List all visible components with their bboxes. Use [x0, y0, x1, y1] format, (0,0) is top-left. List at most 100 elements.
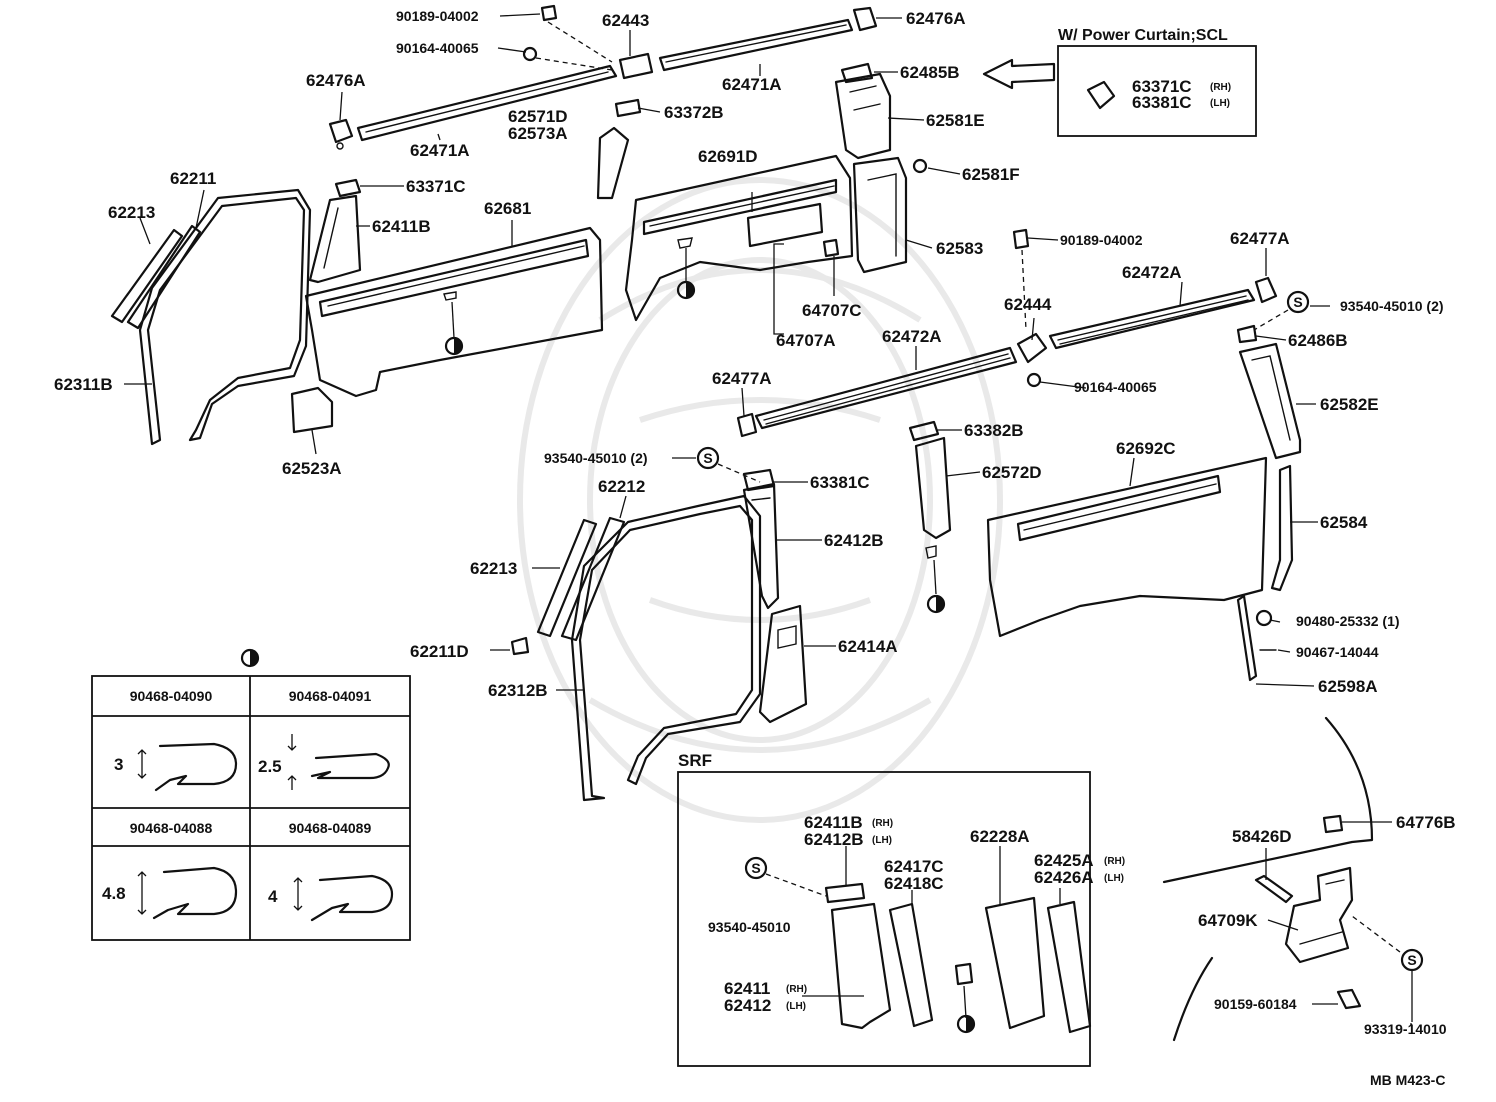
label-62691D: 62691D [698, 147, 758, 166]
srf-62417C: 62417C [884, 857, 944, 876]
clip-symbol-62681 [443, 291, 464, 356]
srf-box: SRF S 62411B (RH) 62412B (LH) 62417C 624… [677, 751, 1125, 1067]
srf-pillar-62425A[interactable] [1046, 900, 1092, 1034]
label-62485B: 62485B [900, 63, 960, 82]
srf-lh3: (LH) [786, 1001, 806, 1012]
screw-symbol-lower-right: S [1400, 948, 1424, 972]
clip-64707C[interactable] [822, 238, 840, 258]
srf-clip[interactable] [954, 962, 974, 986]
label-62444: 62444 [1004, 295, 1052, 314]
label-62213-b: 62213 [470, 559, 517, 578]
srf-clip-62411B[interactable] [824, 882, 866, 904]
strip-62211-left[interactable] [126, 224, 202, 330]
srf-pillar-62417C[interactable] [888, 902, 934, 1028]
pillar-62411B[interactable] [308, 194, 362, 284]
pillar-62581E[interactable] [834, 72, 892, 160]
pillar-62414A[interactable] [758, 604, 808, 724]
label-62471A-a: 62471A [722, 75, 782, 94]
srf-pillar-62228A[interactable] [984, 896, 1046, 1030]
label-63382B: 63382B [964, 421, 1024, 440]
pillar-62583[interactable] [852, 156, 908, 274]
screw-90164-40065-top[interactable] [522, 46, 538, 62]
pillar-62572D[interactable] [914, 436, 952, 540]
clip-dim-4: 4 [268, 887, 278, 906]
nut-90480-25332[interactable] [1255, 609, 1273, 627]
label-62311B: 62311B [54, 375, 113, 394]
clip-62211D[interactable] [510, 636, 530, 656]
srf-62418C: 62418C [884, 874, 944, 893]
pillar-62582E[interactable] [1238, 342, 1302, 460]
clip-90189-04002-top[interactable] [540, 4, 558, 22]
label-90189-04002-b: 90189-04002 [1060, 232, 1143, 248]
label-62471A-b: 62471A [410, 141, 470, 160]
srf-screw-s-letter: S [751, 860, 760, 876]
joint-62444[interactable] [1016, 332, 1048, 364]
label-64709K: 64709K [1198, 911, 1258, 930]
power-curtain-title: W/ Power Curtain;SCL [1058, 27, 1228, 44]
armrest-64707A[interactable] [746, 202, 824, 248]
label-62477A-a: 62477A [1230, 229, 1290, 248]
label-58426D: 58426D [1232, 827, 1292, 846]
label-62486B: 62486B [1288, 331, 1348, 350]
panel-62681[interactable] [304, 226, 604, 398]
label-62411B: 62411B [372, 217, 431, 236]
cap-62486B[interactable] [1236, 324, 1258, 344]
srf-62411: 62411 [724, 979, 770, 998]
end-cap-62476A-left[interactable] [328, 118, 354, 150]
clip-symbol-62572D [925, 545, 946, 614]
end-cap-62477A-right[interactable] [1254, 276, 1278, 304]
clip-62581F[interactable] [912, 158, 928, 174]
clip-part-3: 90468-04088 [130, 820, 213, 836]
label-90467-14044: 90467-14044 [1296, 644, 1379, 660]
label-64707C: 64707C [802, 301, 862, 320]
roof-rail-62471A-left[interactable] [356, 64, 618, 142]
label-62211-a: 62211 [170, 169, 216, 188]
strip-62213-left[interactable] [110, 228, 184, 324]
srf-62412B: 62412B [804, 830, 864, 849]
panel-62691D[interactable] [624, 154, 854, 322]
label-62583: 62583 [936, 239, 983, 258]
screw-90164-40065-right[interactable] [1026, 372, 1042, 388]
cap-63382B[interactable] [908, 420, 940, 442]
pillar-trim-62571D[interactable] [596, 98, 642, 200]
label-62476A-a: 62476A [306, 71, 366, 90]
cap-62485B[interactable] [840, 62, 874, 84]
arrow-to-62485B [982, 58, 1056, 90]
power-curtain-part-lh: 63381C [1132, 93, 1192, 112]
label-90480-25332: 90480-25332 (1) [1296, 613, 1400, 629]
panel-62692C[interactable] [986, 456, 1268, 638]
clip-shape-4 [310, 874, 394, 922]
srf-pillar-62411[interactable] [830, 902, 892, 1030]
bracket-64709K[interactable] [1284, 866, 1354, 964]
roof-rail-62472A-lower[interactable] [754, 346, 1018, 430]
seal-62598A[interactable] [1236, 594, 1258, 682]
weatherstrip-62312B[interactable] [570, 494, 762, 802]
label-93319-14010: 93319-14010 [1364, 1021, 1447, 1037]
label-62211D: 62211D [410, 642, 469, 661]
clip-table: 90468-04090 90468-04091 90468-04088 9046… [91, 648, 411, 941]
roof-rail-62471A-right[interactable] [658, 18, 854, 72]
clip-shape-2 [310, 752, 390, 780]
clip-dim-1: 3 [114, 755, 123, 774]
trim-62584[interactable] [1270, 464, 1294, 592]
label-62412B: 62412B [824, 531, 884, 550]
strip-62213-center[interactable] [536, 518, 598, 638]
plate-62523A[interactable] [290, 386, 334, 434]
cap-63371C[interactable] [334, 178, 362, 198]
screw-symbol-right: S [1286, 290, 1310, 314]
label-62523A: 62523A [282, 459, 342, 478]
end-cap-62477A-left[interactable] [736, 412, 758, 438]
clip-90189-04002-right[interactable] [1012, 228, 1030, 250]
clip-64776B[interactable] [1322, 814, 1344, 834]
joint-62443[interactable] [618, 52, 654, 80]
strip-62212[interactable] [560, 516, 626, 642]
weatherstrip-62311B[interactable] [138, 188, 312, 446]
roof-rail-62472A-upper[interactable] [1048, 288, 1256, 350]
label-62472A-b: 62472A [882, 327, 942, 346]
bracket-58426D[interactable] [1254, 874, 1294, 904]
power-curtain-rh: (RH) [1210, 82, 1231, 93]
bolt-90159-60184[interactable] [1336, 988, 1362, 1010]
end-cap-62476A-right[interactable] [852, 6, 878, 32]
footer-code: MB M423-C [1370, 1072, 1445, 1088]
